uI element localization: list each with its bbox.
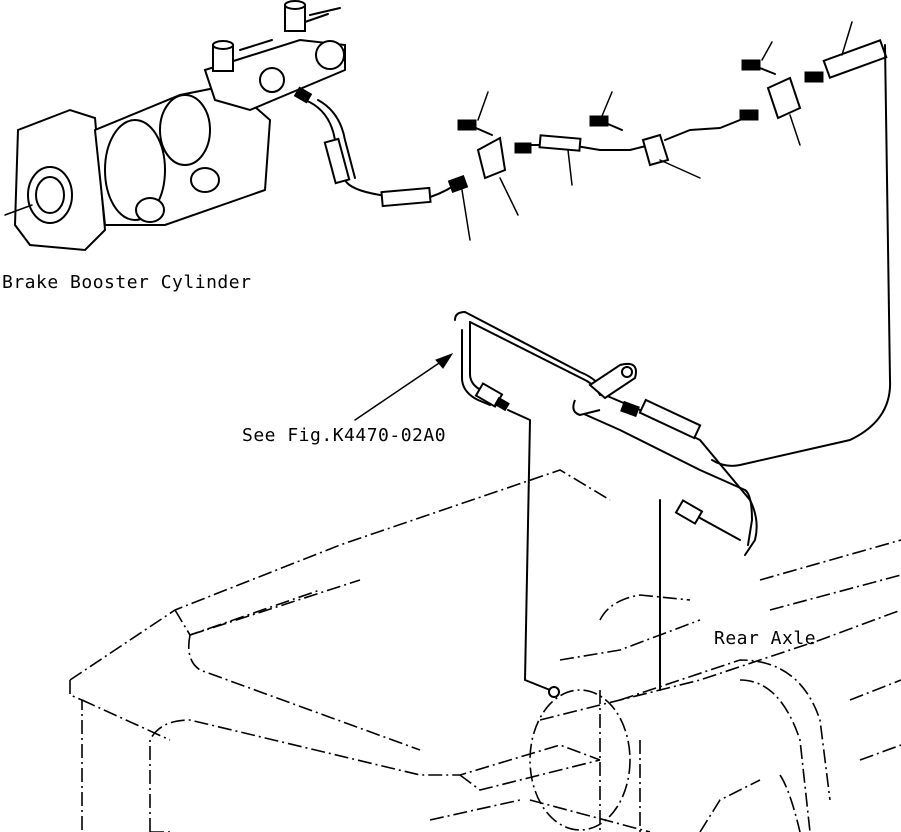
rear-axle-frame xyxy=(69,469,901,832)
reference-arrow xyxy=(354,353,454,421)
leader-lines xyxy=(461,21,853,241)
label-see-figure-reference: See Fig.K4470-02A0 xyxy=(242,425,447,446)
label-rear-axle: Rear Axle xyxy=(714,628,817,649)
upper-brake-line xyxy=(293,39,892,467)
rear-brake-pipe-loop xyxy=(454,311,758,698)
label-brake-booster-cylinder: Brake Booster Cylinder xyxy=(2,272,252,293)
brake-booster-cylinder xyxy=(4,0,346,252)
